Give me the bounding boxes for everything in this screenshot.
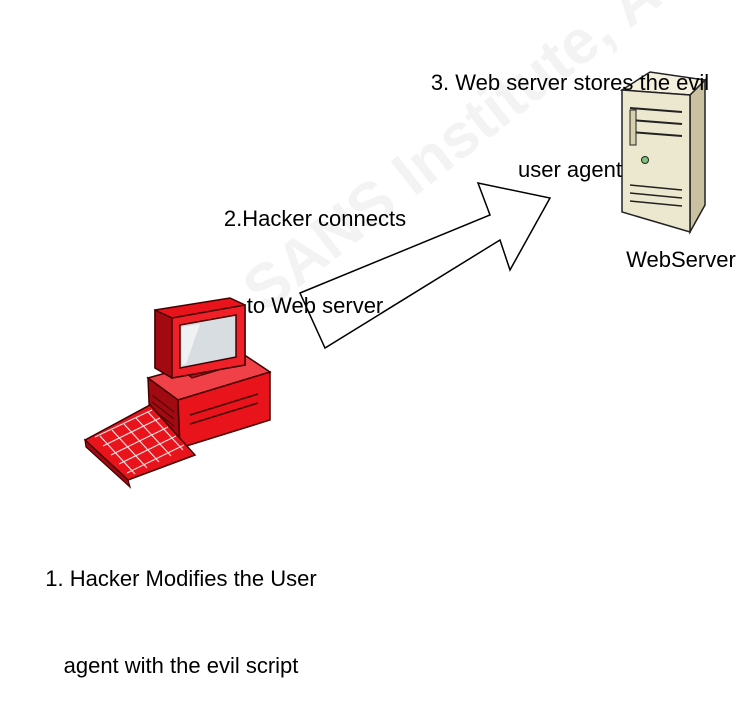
step1-line1: 1. Hacker Modifies the User [45, 566, 317, 591]
web-server-icon [619, 71, 707, 235]
step3-line1: 3. Web server stores the evil [430, 70, 710, 95]
step1-line2: agent with the evil script [63, 653, 299, 678]
diagram-canvas [83, 71, 707, 489]
step3-line2: user agent [518, 157, 622, 182]
step2-line1: 2.Hacker connects [223, 206, 407, 231]
step2-line2: to Web server [246, 293, 384, 318]
connection-arrow [298, 181, 552, 350]
step1-label: 1. Hacker Modifies the User agent with t… [0, 506, 362, 709]
step2-label: 2.Hacker connects to Web server [170, 146, 460, 349]
step3-label: 3. Web server stores the evil user agent [380, 10, 754, 213]
hacker-computer-icon [83, 297, 272, 489]
webserver-label: WebServer [626, 247, 736, 272]
